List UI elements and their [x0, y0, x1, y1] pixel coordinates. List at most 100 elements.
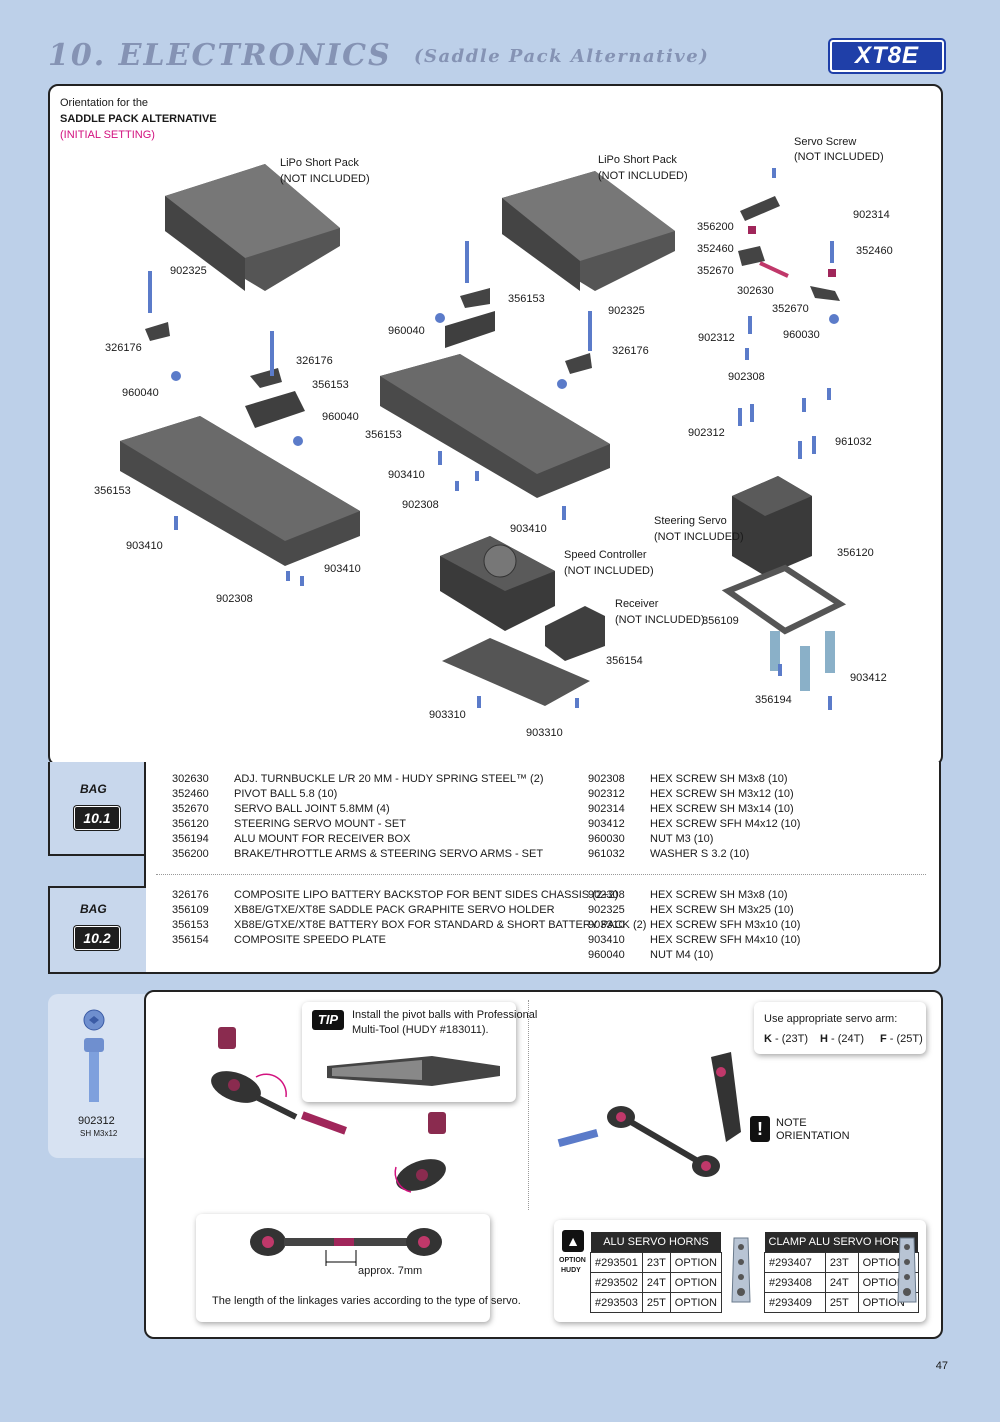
part-label: 903410 [324, 563, 361, 575]
linkage-ball-joint [738, 246, 765, 266]
exploded-view-drawing [120, 164, 847, 710]
bag-divider [156, 874, 926, 875]
side-part-card: 902312 SH M3x12 [48, 994, 146, 1158]
part-label: 902314 [853, 209, 890, 221]
speed-controller [440, 536, 555, 631]
part-label: 356153 [312, 379, 349, 391]
servo-holder [721, 564, 847, 635]
note-line1: NOTE [776, 1117, 807, 1129]
part-label: 902325 [170, 265, 207, 277]
instruction-panel: TIP Install the pivot balls with Profess… [144, 990, 943, 1339]
linkage-length-box: approx. 7mm The length of the linkages v… [196, 1214, 521, 1322]
label-steering-servo-note: (NOT INCLUDED) [654, 531, 744, 543]
clamp-horn-image [897, 1237, 917, 1303]
linkage-note: The length of the linkages varies accord… [212, 1295, 521, 1307]
clamp-horns-title: CLAMP ALU SERVO HORNS [764, 1232, 919, 1253]
side-part-code: 902312 [78, 1115, 115, 1127]
tip-badge: TIP [312, 1010, 344, 1030]
label-servo-screw-note: (NOT INCLUDED) [794, 151, 884, 163]
hudy-label: HUDY [561, 1267, 581, 1274]
tip-box: TIP Install the pivot balls with Profess… [302, 1002, 537, 1102]
warning-icon: ! [750, 1116, 770, 1142]
part-label: 960040 [388, 325, 425, 337]
orientation-line3: (INITIAL SETTING) [60, 129, 155, 141]
label-lipo-mid: LiPo Short Pack [598, 154, 677, 166]
alu-horn-image [731, 1237, 751, 1303]
linkage-measure: approx. 7mm [358, 1265, 423, 1277]
bag-tab-10-1: BAG 10.1 [48, 762, 146, 856]
label-speed-controller-note: (NOT INCLUDED) [564, 565, 654, 577]
label-speed-controller: Speed Controller [564, 549, 647, 561]
servo-arm-f: F - (25T) [880, 1033, 923, 1045]
battery-box-left [120, 416, 360, 566]
backstop-left [245, 391, 305, 428]
exploded-view-panel: Orientation for the SADDLE PACK ALTERNAT… [48, 84, 943, 766]
label-lipo-left-note: (NOT INCLUDED) [280, 173, 370, 185]
label-receiver: Receiver [615, 598, 659, 610]
part-label: 903310 [526, 727, 563, 739]
alu-mount-1 [770, 631, 780, 671]
part-label: 356153 [508, 293, 545, 305]
turnbuckle [759, 261, 789, 278]
part-label: 903410 [388, 469, 425, 481]
battery-box-mid [380, 354, 610, 498]
part-label: 903412 [850, 672, 887, 684]
page-title: 10. ELECTRONICS [48, 38, 392, 73]
part-label: 903310 [429, 709, 466, 721]
servo-arm [740, 196, 780, 221]
part-label: 356153 [365, 429, 402, 441]
tip-text-line2: Multi-Tool (HUDY #183011). [352, 1024, 489, 1036]
part-label: 326176 [296, 355, 333, 367]
thumbs-up-icon: ▲ [562, 1230, 584, 1252]
servo-arm-linkage-drawing [557, 1052, 741, 1177]
part-label: 902312 [688, 427, 725, 439]
speedo-plate [442, 638, 590, 706]
part-label: 326176 [612, 345, 649, 357]
pivot-ball-assembly-drawing [211, 1027, 446, 1193]
alu-mount-2 [800, 646, 810, 691]
part-label: 960040 [322, 411, 359, 423]
orientation-line1: Orientation for the [60, 97, 149, 109]
label-receiver-note: (NOT INCLUDED) [615, 614, 705, 626]
part-label: 356154 [606, 655, 643, 667]
part-label: 902312 [698, 332, 735, 344]
part-label: 902308 [402, 499, 439, 511]
part-label: 960030 [783, 329, 820, 341]
orientation-line2: SADDLE PACK ALTERNATIVE [60, 113, 217, 125]
label-lipo-mid-note: (NOT INCLUDED) [598, 170, 688, 182]
multi-tool-icon [327, 1056, 500, 1086]
lipo-pack-mid [502, 171, 675, 291]
bag-number: 10.1 [74, 806, 120, 830]
part-label: 352670 [697, 265, 734, 277]
part-label: 356120 [837, 547, 874, 559]
part-label: 902308 [216, 593, 253, 605]
part-label: 356200 [697, 221, 734, 233]
receiver [545, 606, 605, 661]
